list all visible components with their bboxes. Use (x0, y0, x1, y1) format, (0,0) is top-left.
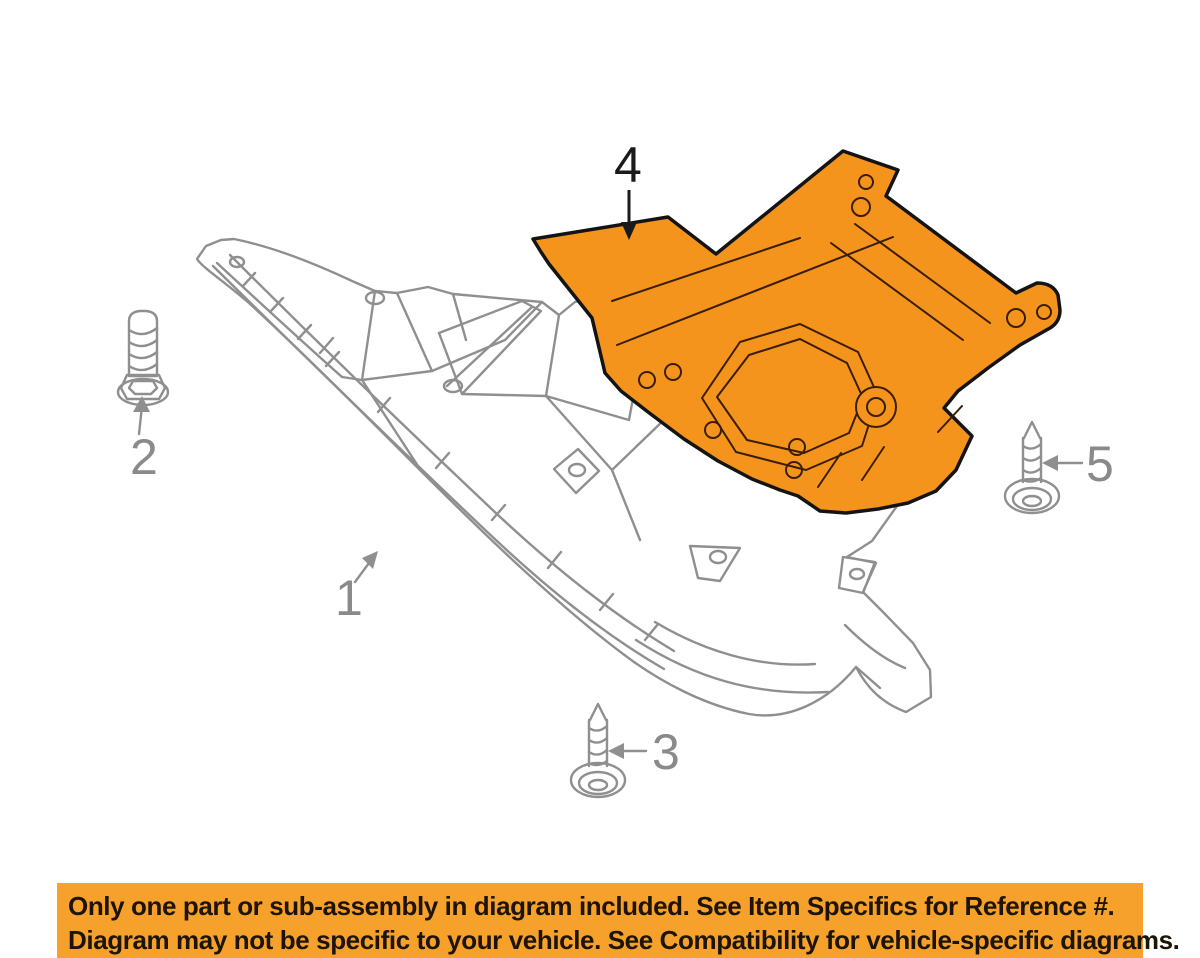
shield-hole (442, 378, 464, 394)
callout-5-number: 5 (1086, 436, 1114, 492)
screw-5-head-mid (1011, 486, 1053, 512)
callout-1: 1 (335, 551, 378, 626)
hex-bolt-art (116, 309, 170, 407)
shield-band-rail-inner (228, 253, 676, 653)
bolt-hex-face (127, 379, 159, 396)
screw-5-head-socket (1021, 494, 1043, 508)
callout-1-arrow-line (353, 561, 371, 584)
callout-2-number: 2 (130, 429, 158, 485)
shield-ear-bracket (837, 555, 877, 595)
callout-3-arrowhead (608, 743, 624, 759)
shield-upper-arc-rungs (241, 271, 341, 368)
screw-3-art (569, 702, 627, 799)
shield-hole (848, 567, 866, 581)
under-cover-hole (788, 438, 806, 456)
shield-hole (364, 290, 386, 306)
under-cover-boss-hole (866, 397, 886, 417)
shield-band-rungs (318, 336, 660, 642)
under-cover-hole (1006, 308, 1026, 328)
screw-3-head-mid (577, 770, 619, 796)
shield-bottom-bracket (688, 544, 742, 583)
screw-5-tip (1022, 420, 1042, 440)
under-cover-hole (1036, 304, 1052, 320)
callout-2-arrowhead (133, 396, 150, 412)
under-cover-tick-lines (817, 405, 963, 488)
screw-5-threads (1021, 442, 1043, 483)
screw-5-head-outer (1003, 477, 1061, 515)
under-cover-hole (858, 174, 874, 190)
shield-upper-arc (215, 261, 344, 379)
under-cover-silhouette (531, 149, 1062, 515)
under-cover-hole (785, 461, 803, 479)
highlighted-under-cover (531, 149, 1062, 515)
callout-3: 3 (608, 724, 680, 780)
screw-5-art (1003, 420, 1061, 515)
shield-top-bracket (437, 299, 543, 396)
shield-hole (228, 255, 246, 269)
callout-1-number: 1 (335, 570, 363, 626)
diagram-canvas: 2 1 4 (116, 137, 1114, 799)
bolt-shaft (127, 309, 159, 378)
callout-3-number: 3 (652, 724, 680, 780)
callout-1-arrowhead (362, 551, 378, 569)
shield-hole (567, 462, 587, 478)
callout-4: 4 (614, 137, 642, 240)
under-cover-hole (704, 421, 722, 439)
shield-band-rail-outer (211, 264, 666, 671)
disclaimer-line-2: Diagram may not be specific to your vehi… (68, 925, 1180, 955)
screw-3-head-outer (569, 761, 627, 799)
under-cover-hole (664, 363, 682, 381)
screw-3-threads (587, 724, 609, 767)
shield-bottom-curves (634, 620, 907, 694)
shield-hole (708, 549, 728, 565)
bolt-threads (127, 326, 159, 372)
screw-3-tip (588, 702, 608, 722)
callout-2: 2 (130, 396, 158, 485)
callout-5: 5 (1042, 436, 1114, 492)
callout-5-arrowhead (1042, 455, 1058, 471)
under-cover-boss (855, 386, 897, 428)
under-cover-hole (638, 371, 656, 389)
callout-4-number: 4 (614, 137, 642, 193)
disclaimer-line-1: Only one part or sub-assembly in diagram… (68, 891, 1115, 921)
shield-diamond-bracket (552, 447, 601, 495)
screw-3-head-socket (587, 778, 609, 792)
under-cover-hole (851, 197, 871, 217)
bolt-hex-head (119, 373, 167, 401)
under-cover-crease-lines (611, 223, 991, 346)
callout-4-arrowhead (621, 222, 637, 240)
disclaimer-banner: Only one part or sub-assembly in diagram… (57, 883, 1180, 958)
